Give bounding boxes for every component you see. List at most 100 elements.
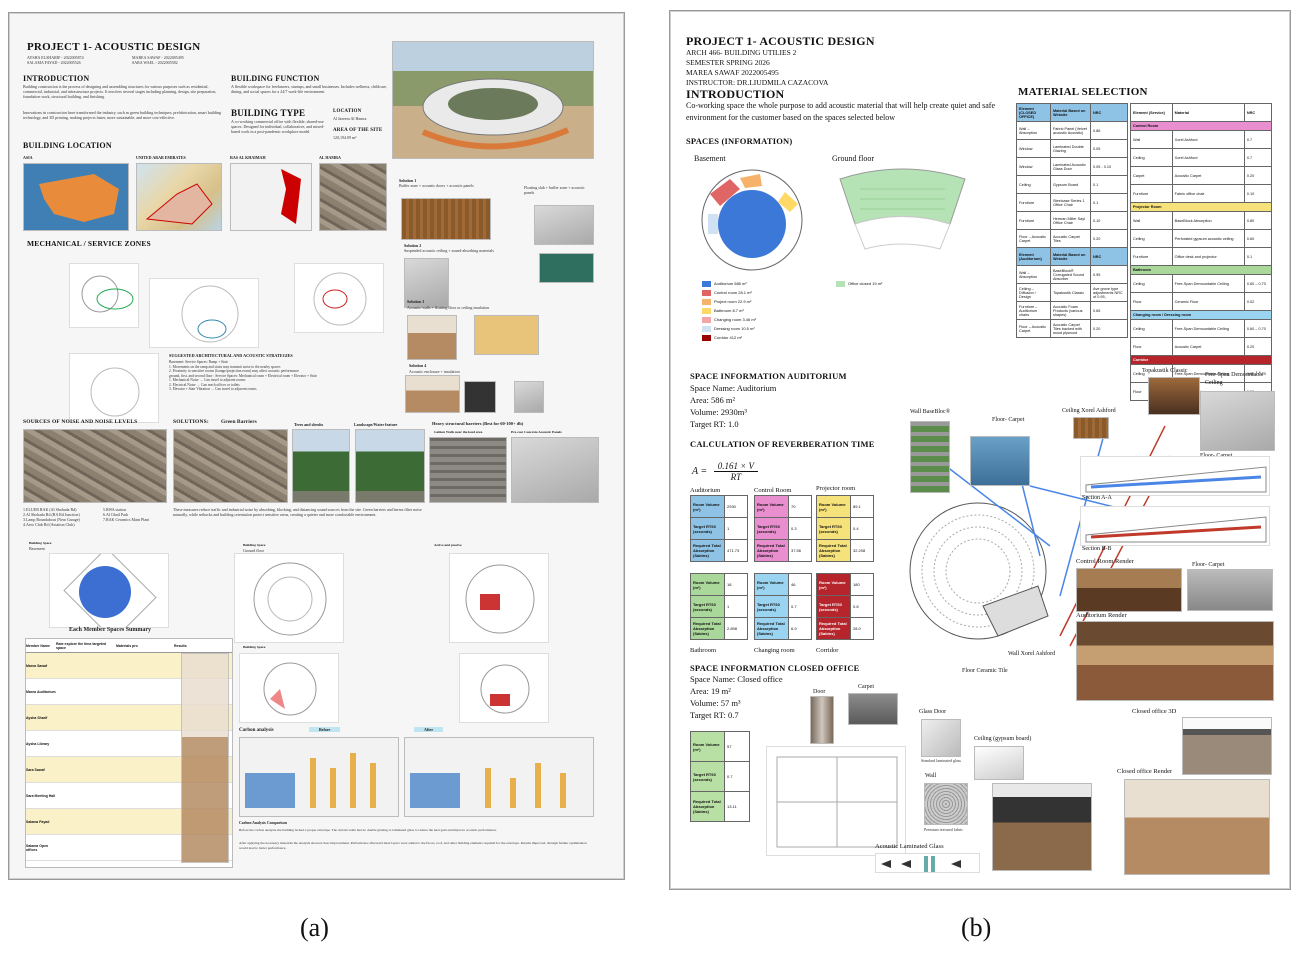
material-cell: Xorel Ashford bbox=[1171, 130, 1245, 149]
rt-group-title: Changing room bbox=[754, 647, 795, 654]
hero-render bbox=[392, 41, 594, 159]
rt-row: Required Total Absorption (Sabins)13.11 bbox=[690, 791, 750, 822]
legend-label: Dressing room 10.5 m² bbox=[714, 326, 755, 331]
active-plan bbox=[465, 564, 535, 634]
material-cell: 0.02 bbox=[1243, 292, 1273, 311]
location-value: Al Jazeera Al Hamra bbox=[333, 116, 367, 121]
rt-value: 6.9 bbox=[788, 617, 812, 640]
material-cell: Wall – Absorption bbox=[1016, 121, 1051, 140]
carbon-after-bars bbox=[410, 763, 566, 808]
material-cell: Office desk and projector bbox=[1171, 247, 1245, 266]
legend-label: Office closed 19 m² bbox=[848, 281, 883, 286]
material-cell: Wall bbox=[1130, 130, 1173, 149]
material-section-title: Corridor bbox=[1130, 355, 1272, 365]
door-photo bbox=[810, 696, 834, 744]
summary-member: Salama Open offices bbox=[26, 843, 49, 852]
rt-row: Target RT60 (seconds)0.7 bbox=[690, 761, 750, 792]
rt-value: 46 bbox=[788, 573, 812, 596]
solution-4: Solution 4 bbox=[409, 363, 427, 368]
carpet-photo bbox=[848, 693, 898, 725]
ground-plan bbox=[253, 562, 327, 636]
section-bb-lines bbox=[1085, 516, 1267, 543]
material-cell: Xorel Ashford bbox=[1171, 148, 1245, 167]
material-cell: Floor – Acoustic Carpet bbox=[1016, 229, 1051, 248]
material-cell: Free-Span Demountable Ceiling bbox=[1171, 319, 1245, 338]
rt-row: Target RT60 (seconds)1 bbox=[690, 595, 748, 618]
rt-row: Room Volume (m³)180 bbox=[816, 573, 874, 596]
material-cell: Furniture bbox=[1016, 193, 1051, 212]
acoustic-glass-diagram bbox=[875, 853, 980, 873]
summary-col: Rate explore the time targeted space bbox=[56, 641, 107, 650]
active-diagram-2 bbox=[459, 653, 549, 723]
rt-value: 0.7 bbox=[724, 761, 750, 792]
material-cell: Wall bbox=[1130, 211, 1173, 230]
control-render-label: Control Room Render bbox=[1076, 558, 1134, 565]
poster-b: PROJECT 1- ACOUSTIC DESIGN ARCH 466- BUI… bbox=[669, 10, 1291, 890]
area-value: 120,194.09 m² bbox=[333, 135, 357, 140]
map-label-alhamra: AL HAMRA bbox=[319, 155, 341, 160]
rt-label: Required Total Absorption (Sabins) bbox=[690, 539, 725, 562]
summary-photos bbox=[181, 653, 229, 863]
rt-value: 32.208 bbox=[850, 539, 874, 562]
summary-member: Aysha Library bbox=[26, 741, 50, 746]
closed-office-plan-lines bbox=[776, 756, 898, 848]
summary-header: Member Name Rate explore the time target… bbox=[26, 639, 232, 653]
solution-3-photo bbox=[407, 315, 457, 360]
barrier-text: These measures reduce traffic and indust… bbox=[173, 507, 422, 517]
acoustic-glass-arrows bbox=[881, 856, 961, 872]
material-cell: 0.60 – 0.70 bbox=[1243, 274, 1273, 293]
map-alhamra bbox=[319, 163, 387, 231]
material-cell: Fabric Panel (Velvet acoustic Acoustic) bbox=[1049, 121, 1091, 140]
section-aa-lines bbox=[1085, 466, 1267, 493]
rt-label: Room Volume (m³) bbox=[754, 573, 789, 596]
noise-source: 1.ELUER RAK (Al Shohada Rd) bbox=[23, 507, 77, 512]
ground-diagram-2 bbox=[239, 653, 339, 723]
map-label-uae: UNITED ARAB EMIRATES bbox=[136, 155, 186, 160]
material-cell: Laminated Acoustic Glass Door bbox=[1049, 157, 1091, 176]
rt-row: Target RT60 (seconds)0.7 bbox=[754, 595, 812, 618]
rt-label: Required Total Absorption (Sabins) bbox=[816, 617, 851, 640]
floor-carpet-photo-3 bbox=[1187, 569, 1273, 611]
material-cell: Acoustic Carpet Tiles backed with wood p… bbox=[1049, 319, 1091, 338]
material-cell: 0.05 bbox=[1089, 139, 1129, 158]
rt-row: Required Total Absorption (Sabins)32.208 bbox=[816, 539, 874, 562]
noise-source: 3.Lamp Roundabout (Near Garage) bbox=[23, 517, 80, 522]
rt-value: 18 bbox=[724, 573, 748, 596]
legend-label: Corridor 412 m² bbox=[714, 335, 743, 340]
rt-value: 2930 bbox=[724, 495, 748, 518]
spaces-heading: SPACES (INFORMATION) bbox=[686, 136, 793, 146]
gabion-label: Gabion Walls near the loud area bbox=[434, 430, 483, 434]
carbon-heading: Carbon analysis bbox=[239, 728, 274, 733]
solutions-heading: SOLUTIONS: bbox=[173, 419, 209, 425]
basement-space-sub: Basement bbox=[29, 546, 45, 551]
rt-label: Required Total Absorption (Sabins) bbox=[690, 791, 725, 822]
map-uae bbox=[136, 163, 222, 231]
noise-source: 2.Al Shohada Rd (RA Rd Junction) bbox=[23, 512, 80, 517]
ground-space-label: Building Space bbox=[243, 543, 266, 547]
standard-glass-label: Standard laminated glass bbox=[921, 758, 961, 763]
meta-line: MAREA SAWAF 2022005495 bbox=[686, 68, 779, 77]
rt-group-title: Control Room bbox=[754, 487, 792, 494]
rt-value: 70 bbox=[788, 495, 812, 518]
rt-value: 0.8 bbox=[850, 595, 874, 618]
rt-value: 0.7 bbox=[788, 595, 812, 618]
solutions-column: Solution 1 Buffer zone + acoustic doors … bbox=[399, 178, 599, 188]
auditorium-heading: SPACE INFORMATION AUDITORIUM bbox=[690, 371, 847, 381]
material-row: Element (Auditorium)Material Based on We… bbox=[1016, 247, 1129, 266]
premium-fabric-label: Premium textured fabric bbox=[924, 827, 964, 832]
material-table-closed-office: Element (CLOSED OFFICE)Material Based on… bbox=[1016, 103, 1129, 338]
closed-office-heading: SPACE INFORMATION CLOSED OFFICE bbox=[690, 663, 860, 673]
map-rak bbox=[230, 163, 312, 231]
carbon-caption: Carbon Analysis Comparison bbox=[239, 821, 287, 825]
rt-label: Required Total Absorption (Sabins) bbox=[690, 617, 725, 640]
floor-ceramic-label: Floor Ceramic Tile bbox=[962, 668, 1008, 674]
solution-4-text: Acoustic enclosure + insulation bbox=[409, 369, 460, 374]
strategy-line: 1. Mechanical Noise → Can travel to adja… bbox=[169, 378, 246, 382]
caption-a: (a) bbox=[300, 913, 329, 942]
map-rak-shape bbox=[281, 169, 301, 224]
